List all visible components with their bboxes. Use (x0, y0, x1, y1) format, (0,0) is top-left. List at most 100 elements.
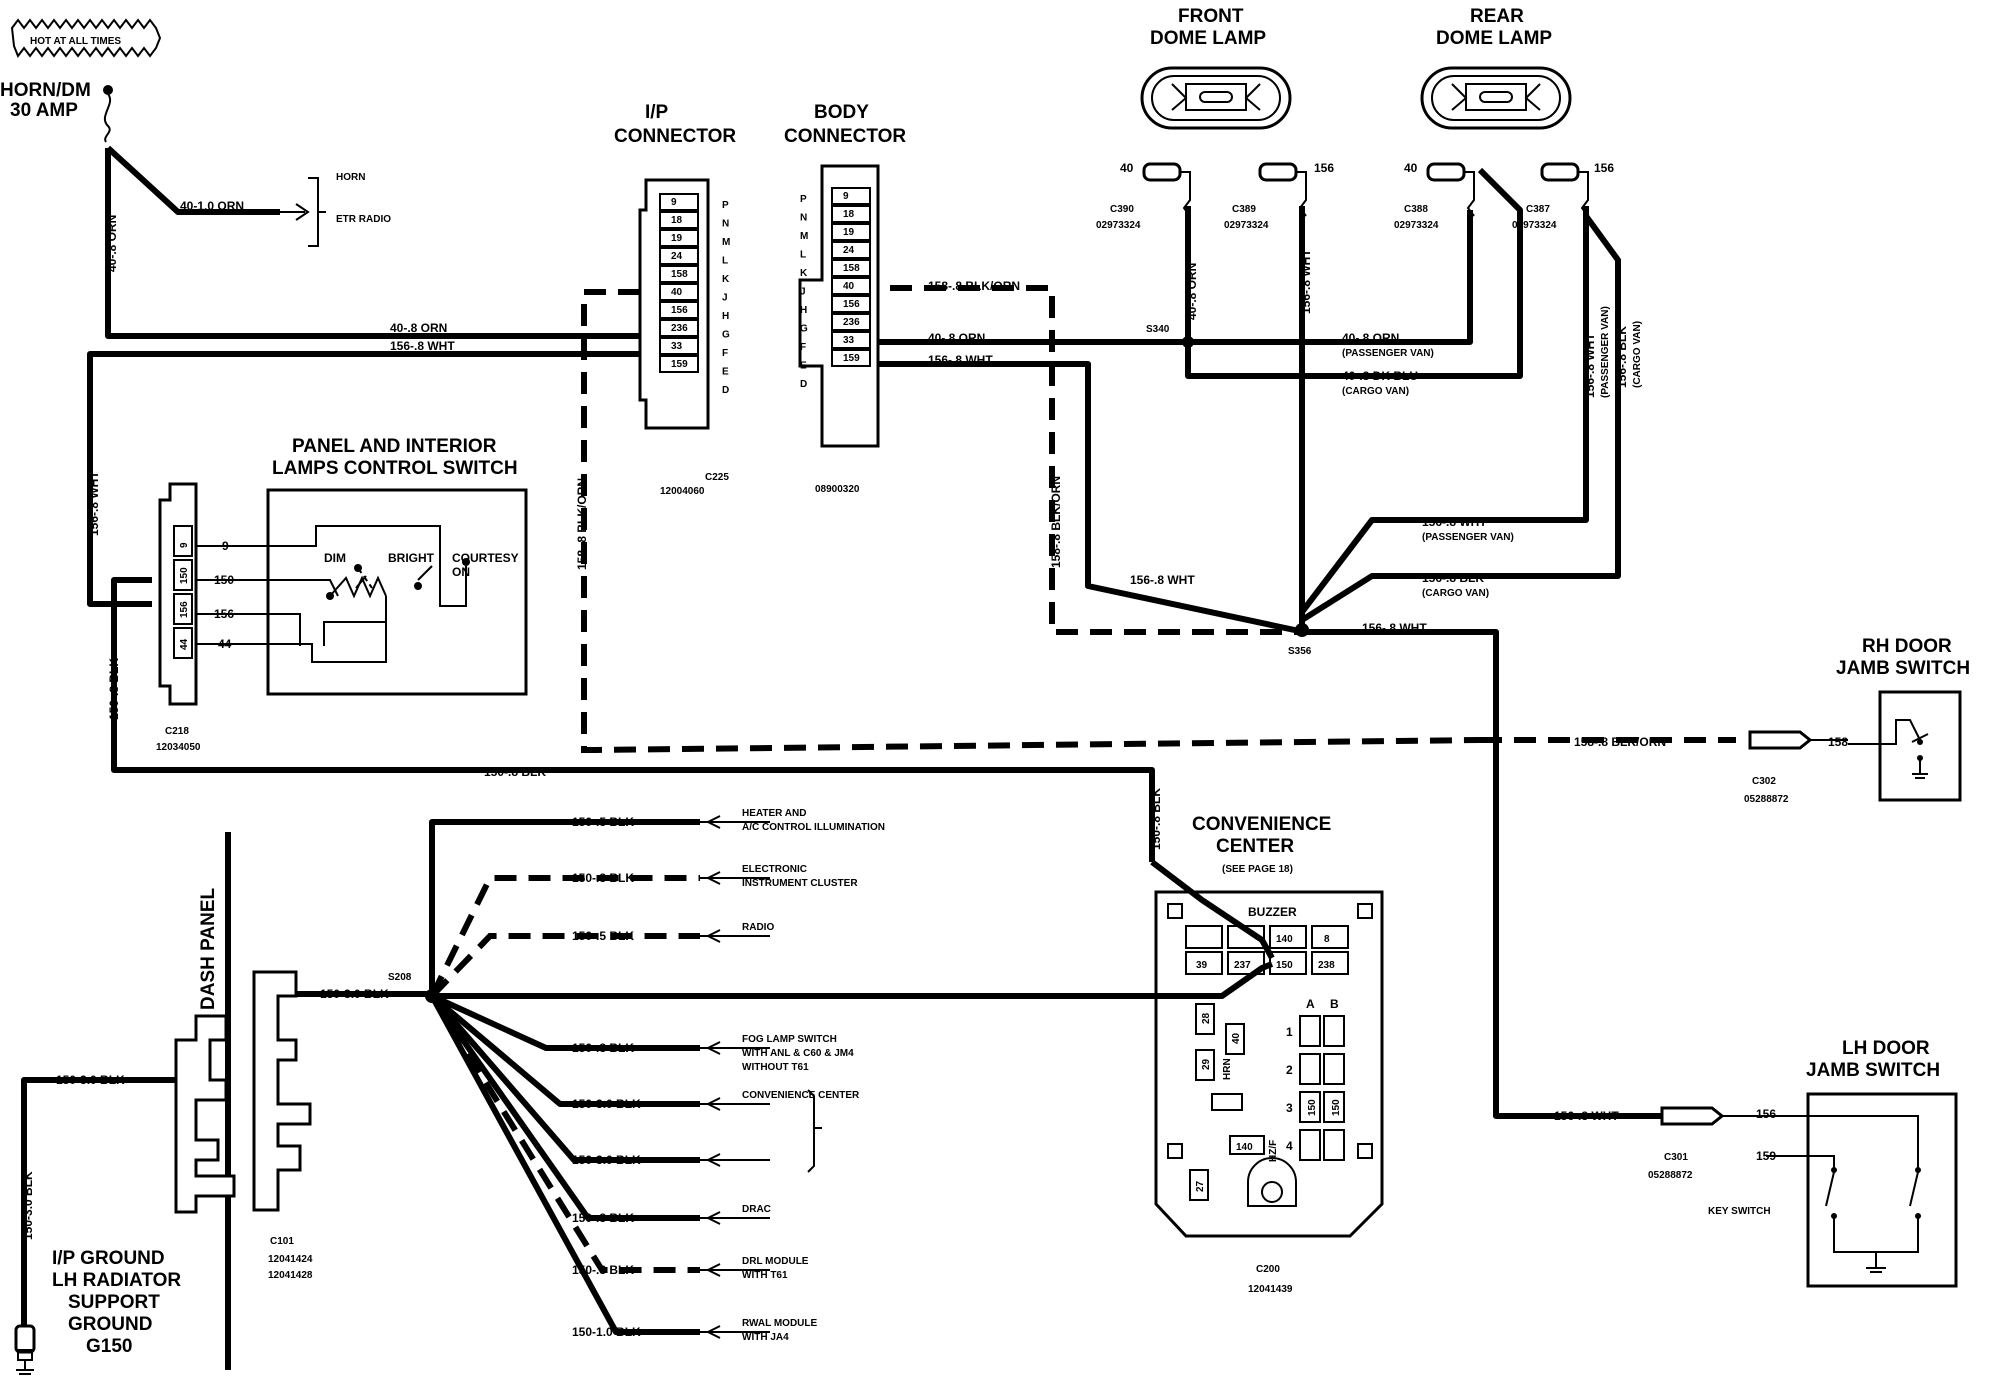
front-dome-pin-b: 156 (1314, 161, 1334, 175)
c218-150-wire-label: 150-.8 BLK (107, 658, 121, 720)
branch-wire (429, 819, 700, 996)
lh-door-part: 05288872 (1648, 1170, 1693, 1181)
rear-dome-c-a: C388 (1404, 204, 1428, 215)
branch-dest: INSTRUMENT CLUSTER (742, 878, 858, 889)
body-connector-cell (831, 223, 871, 241)
body-connector-letter: H (800, 305, 807, 316)
rear-feed-w1: 40-.8 ORN (1342, 331, 1399, 345)
rear-feed-h2: 156-.8 BLK (1422, 571, 1484, 585)
left-158-wire-label: 158-.8 BLK/ORN (575, 478, 589, 570)
body-connector-pin-label: 236 (843, 317, 860, 328)
rear-feed-v1-note: (PASSENGER VAN) (1600, 306, 1611, 398)
ip-connector: I/P CONNECTOR 91819241584015623633159PNM… (614, 102, 736, 497)
front-dome-p-a: 02973324 (1096, 220, 1141, 231)
conv-center-part: 12041439 (1248, 1284, 1293, 1295)
body-connector-cell (831, 313, 871, 331)
body-connector-letter: G (800, 324, 808, 335)
branch-dest: HEATER AND (742, 808, 806, 819)
cc-inner-hrn: HRN (1222, 1058, 1233, 1080)
body-connector-pin-label: 156 (843, 299, 860, 310)
fuse-horn-dm: HORN/DM 30 AMP (0, 80, 113, 143)
body-connector-cell (831, 349, 871, 367)
ground-wire-label: 150-3.0 BLK (56, 1073, 125, 1087)
body-connector-pin-label: 33 (843, 335, 855, 346)
body-connector-letter: K (800, 268, 808, 279)
cc-cell-150: 150 (1276, 960, 1293, 971)
rh-door-jamb-switch: RH DOOR JAMB SWITCH 158 C302 05288872 (1744, 636, 1970, 805)
branch-dest: WITHOUT T61 (742, 1062, 809, 1073)
c101-part2: 12041428 (268, 1270, 313, 1281)
rear-dome-p-b: 02973324 (1512, 220, 1557, 231)
branch-dest: FOG LAMP SWITCH (742, 1034, 837, 1045)
lh-door-title2: JAMB SWITCH (1806, 1060, 1940, 1081)
ip-connector-cell (659, 193, 699, 211)
ip-connector-cell (659, 229, 699, 247)
ip-connector-letter: E (722, 367, 729, 378)
rear-dome-c-b: C387 (1526, 204, 1550, 215)
cc-inner-hzf: HZ/F (1268, 1140, 1279, 1162)
front-dome-c-b: C389 (1232, 204, 1256, 215)
branch-arrow (700, 871, 770, 885)
branch-wire (429, 875, 700, 998)
panel-switch-courtesy1: COURTESY (452, 551, 519, 565)
ground-symbol-g150 (14, 1324, 36, 1375)
dash-panel-c101: DASH PANEL C101 12041424 12041428 (174, 832, 313, 1370)
body-connector-title1: BODY (814, 102, 869, 123)
c218-pin-156: 156 (179, 601, 190, 618)
horn-wire-label: 40-1.0 ORN (180, 199, 244, 213)
rear-feed-h2-note: (CARGO VAN) (1422, 588, 1489, 599)
dash-panel-label: DASH PANEL (198, 888, 219, 1010)
body-connector-cell (831, 241, 871, 259)
body-connector-letter: F (800, 342, 806, 353)
body-connector-pin-label: 159 (843, 353, 860, 364)
body-connector-cell (831, 277, 871, 295)
ip-connector-letter: F (722, 348, 728, 359)
cc-cell-8: 8 (1324, 934, 1330, 945)
hot-banner: HOT AT ALL TIMES (10, 18, 162, 59)
body-connector-part: 08900320 (815, 484, 860, 495)
cc-inner-150a: 150 (1307, 1099, 1318, 1116)
ip-connector-cell (659, 247, 699, 265)
front-dome-lamp: FRONT DOME LAMP (1140, 6, 1292, 130)
body-connector-letter: M (800, 231, 808, 242)
ip-connector-title1: I/P (645, 102, 669, 123)
branch-wire-label: 150-1.0 BLK (572, 1325, 641, 1339)
branch-wire-label: 150-.8 BLK (572, 1211, 634, 1225)
ip-connector-pin-label: 158 (671, 269, 688, 280)
rh-door-title2: JAMB SWITCH (1836, 658, 1970, 679)
ip-connector-cell (659, 355, 699, 373)
ip-connector-pin-label: 9 (671, 197, 677, 208)
left-156-wire-label: 156-.8 WHT (87, 471, 101, 536)
cc-col-a: A (1306, 997, 1315, 1011)
cc-cell-237: 237 (1234, 960, 1251, 971)
ip-connector-letter: L (722, 256, 728, 267)
splice-s356: S356 (1288, 646, 1312, 657)
ip-connector-pin-label: 18 (671, 215, 683, 226)
branch-arrow (700, 815, 770, 829)
cc-inner-150b: 150 (1331, 1099, 1342, 1116)
body-connector-pin-label: 19 (843, 227, 855, 238)
cc-row-4: 4 (1286, 1139, 1293, 1153)
branch-dest: CONVENIENCE CENTER (742, 1090, 860, 1101)
rear-feed-v2-note: (CARGO VAN) (1632, 321, 1643, 388)
body-connector-title2: CONNECTOR (784, 126, 906, 147)
rear-feed-w2-note: (CARGO VAN) (1342, 386, 1409, 397)
conv-center-title2: CENTER (1216, 836, 1294, 857)
ip-connector-pin-label: 33 (671, 341, 683, 352)
ip-connector-pin-label: 156 (671, 305, 688, 316)
branch-wire-label: 150-3.0 BLK (572, 1097, 641, 1111)
ground-vert-label: 150-3.0 BLK (21, 1171, 35, 1240)
branch-wire-label: 150-.8 BLK (572, 871, 634, 885)
rear-feed-h1-note: (PASSENGER VAN) (1422, 532, 1514, 543)
ip-connector-letter: H (722, 311, 729, 322)
body-connector-cell (831, 295, 871, 313)
ip-connector-letter: K (722, 274, 730, 285)
panel-switch-courtesy2: ON (452, 565, 470, 579)
body-connector-pin-label: 18 (843, 209, 855, 220)
branch-wire-label: 150-.8 BLK (572, 1263, 634, 1277)
branch-arrow (700, 1097, 770, 1111)
branch-dest: DRAC (742, 1204, 771, 1215)
body-40-wire-label: 40-.8 ORN (928, 331, 985, 345)
body-connector-letter: P (800, 194, 807, 205)
